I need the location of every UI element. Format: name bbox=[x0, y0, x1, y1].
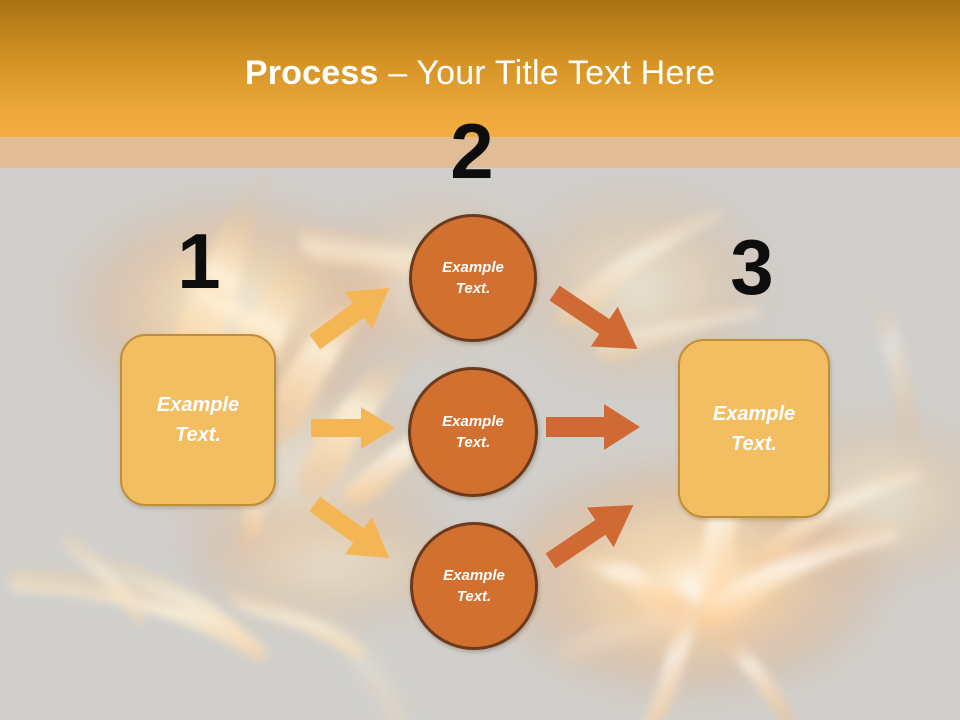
end-box-line2: Text. bbox=[731, 432, 777, 455]
arrow-start-to-middle[interactable] bbox=[311, 406, 395, 450]
step-number-1: 1 bbox=[177, 217, 221, 305]
end-box-line1: Example bbox=[712, 402, 796, 425]
end-box[interactable]: Example Text. bbox=[678, 339, 830, 518]
arrow-middle-to-end[interactable] bbox=[546, 403, 640, 451]
circle-bottom-line1: Example bbox=[443, 567, 505, 584]
arrow-bottom-to-end[interactable] bbox=[540, 500, 644, 569]
arrow-start-to-bottom[interactable] bbox=[304, 496, 400, 562]
circle-top-line1: Example bbox=[442, 259, 504, 276]
circle-middle-line2: Text. bbox=[455, 434, 491, 451]
step-number-2: 2 bbox=[450, 107, 494, 195]
arrow-top-to-end[interactable] bbox=[544, 285, 648, 354]
header-accent-band bbox=[0, 137, 960, 168]
start-box-line2: Text. bbox=[175, 424, 221, 446]
circle-top-line2: Text. bbox=[455, 280, 491, 297]
header-band bbox=[0, 0, 960, 137]
arrow-start-to-top[interactable] bbox=[304, 284, 400, 350]
step-number-3: 3 bbox=[730, 223, 774, 311]
page-title-bold: Process bbox=[244, 54, 379, 92]
start-box-line1: Example bbox=[156, 394, 240, 416]
circle-bottom-line2: Text. bbox=[456, 588, 492, 605]
circle-bottom[interactable]: Example Text. bbox=[410, 522, 538, 650]
page-title-rest: – Your Title Text Here bbox=[378, 54, 716, 92]
circle-middle[interactable]: Example Text. bbox=[408, 367, 538, 497]
circle-middle-line1: Example bbox=[442, 413, 504, 430]
start-box[interactable]: Example Text. bbox=[120, 334, 276, 506]
circle-top[interactable]: Example Text. bbox=[409, 214, 537, 342]
page-title: Process – Your Title Text Here bbox=[0, 52, 960, 94]
